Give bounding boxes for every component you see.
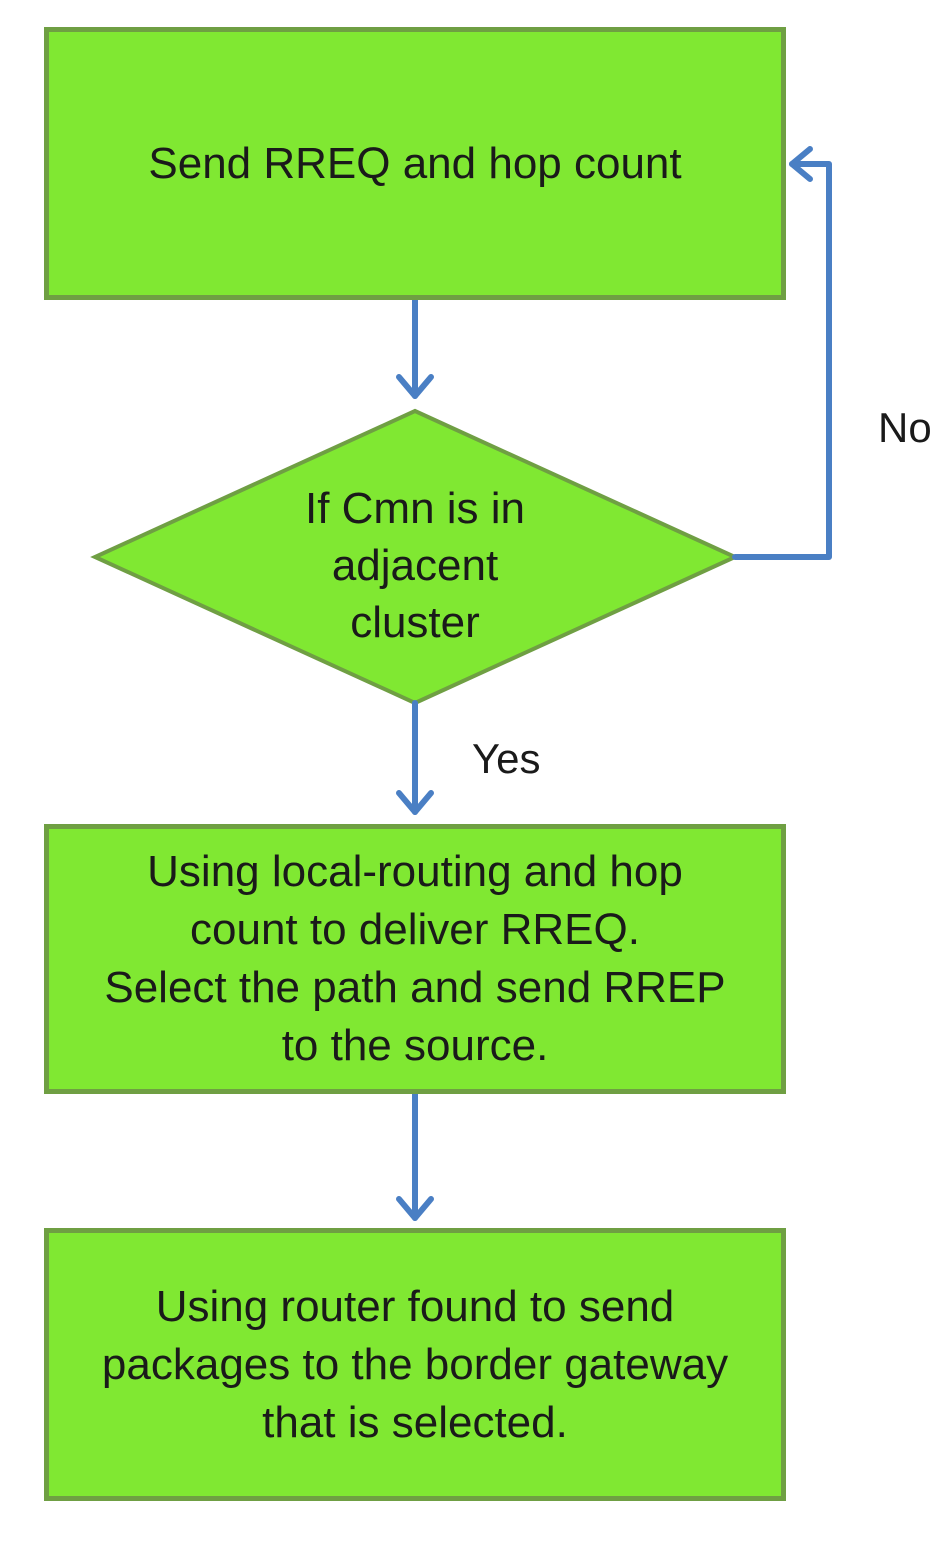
node-send-packages-text: Using router found to send packages to t…	[101, 1281, 729, 1447]
node-send-packages: Using router found to send packages to t…	[44, 1228, 786, 1501]
arrowhead-no	[789, 146, 813, 182]
arrowhead-yes	[396, 790, 434, 815]
node-send-rreq: Send RREQ and hop count	[44, 27, 786, 300]
node-send-rreq-text: Send RREQ and hop count	[148, 138, 682, 188]
arrowhead-box2-to-box3	[396, 1196, 434, 1221]
decision-text: If Cmn is in adjacent cluster	[304, 483, 526, 647]
edge-label-yes: Yes	[472, 735, 541, 782]
arrowhead-box1-to-decision	[396, 374, 434, 399]
node-local-routing: Using local-routing and hop count to del…	[44, 824, 786, 1094]
arrow-no	[732, 161, 832, 560]
edge-label-no: No	[878, 404, 932, 451]
node-local-routing-text: Using local-routing and hop count to del…	[104, 847, 726, 1070]
